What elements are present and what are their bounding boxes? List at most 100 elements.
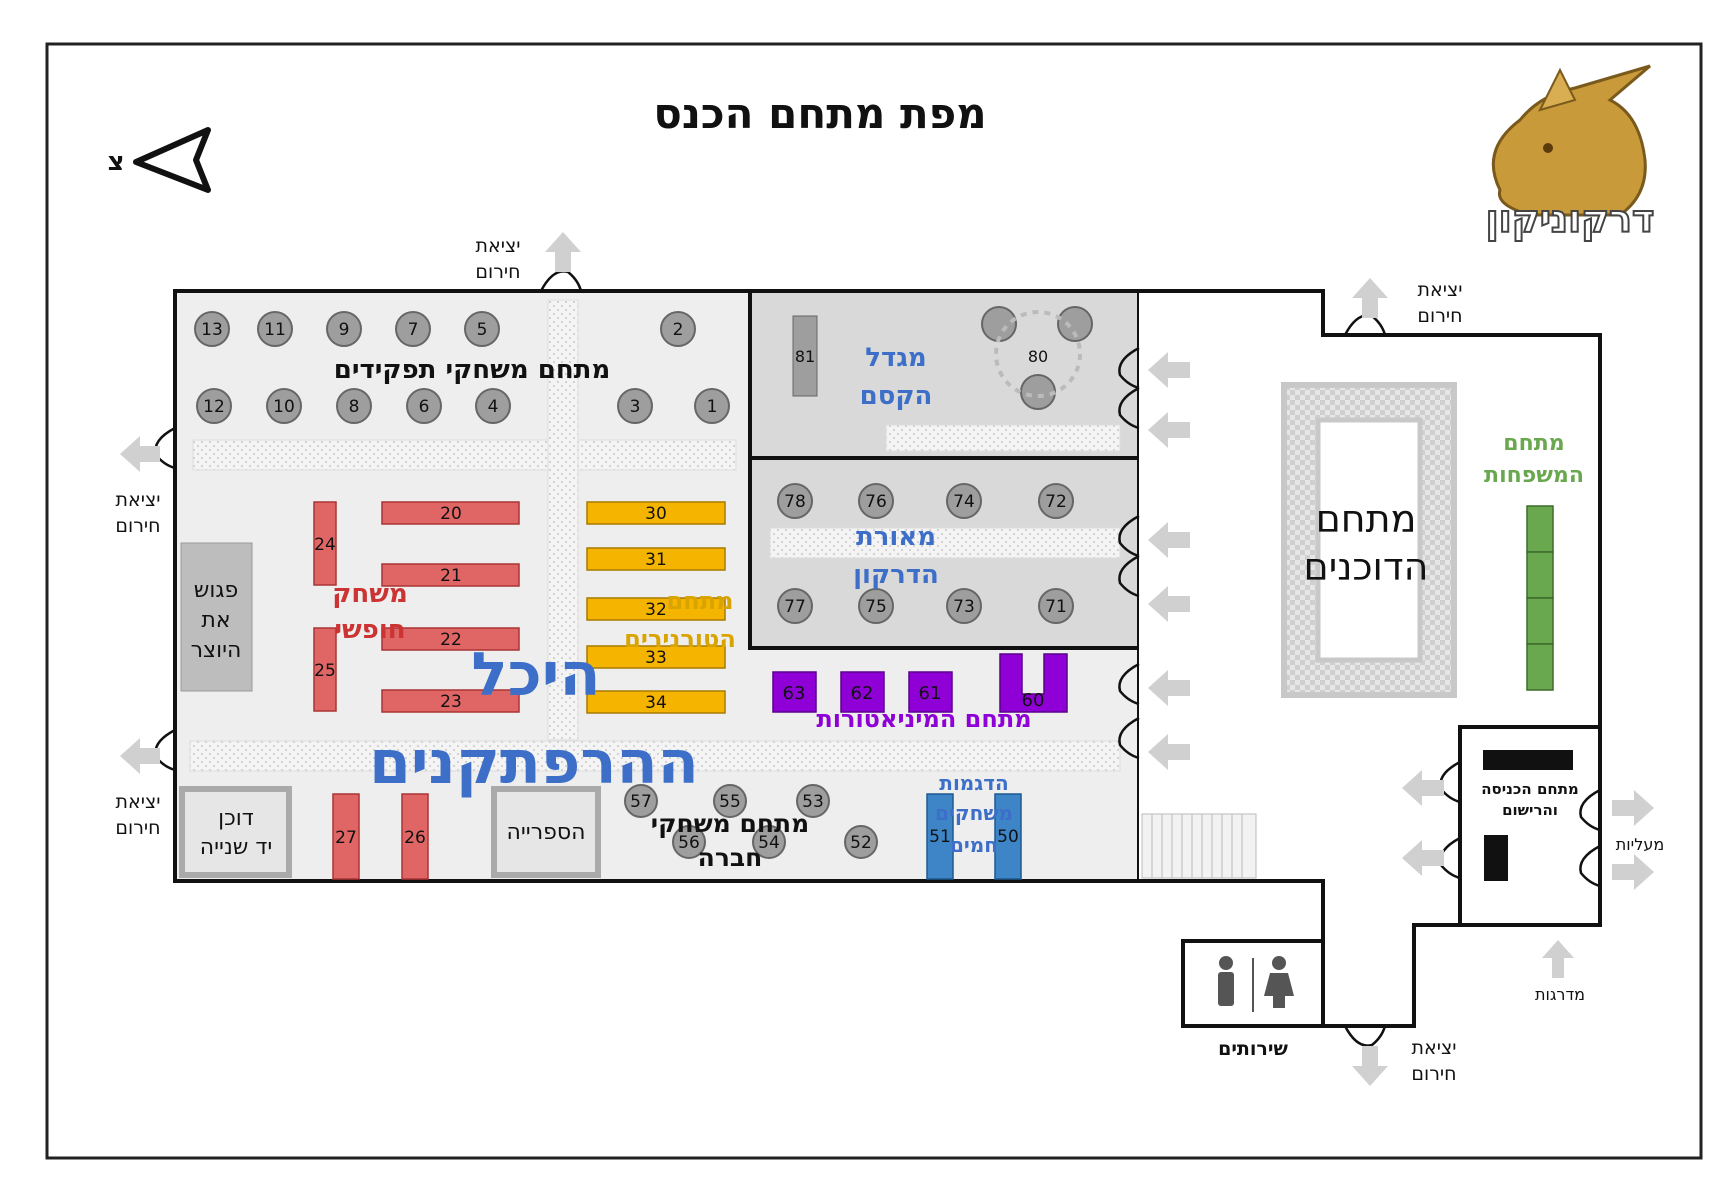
board-games-label: מתחם משחקי (651, 809, 809, 838)
table-number: 25 (314, 661, 336, 681)
table-number: 80 (1028, 347, 1048, 366)
stairs-pattern (1141, 813, 1257, 879)
table-number: 11 (264, 320, 286, 340)
table-number: 23 (440, 692, 462, 712)
demos-label: משחקים (935, 801, 1013, 825)
table-number: 52 (850, 833, 872, 853)
logo-text: דרקוניקון (1486, 197, 1655, 241)
demos-label: חמים (950, 833, 998, 857)
tournaments-label: הטורנירים (624, 625, 736, 653)
family-label: מתחם (1503, 431, 1564, 456)
compass-arrow-icon (133, 127, 211, 193)
table-number: 61 (919, 683, 942, 704)
tower-circle (994, 310, 1082, 398)
vendors-label: מתחם (1316, 497, 1417, 541)
table-number: 33 (645, 648, 667, 668)
table-number: 22 (440, 630, 462, 650)
second-hand-label: דוכן (218, 806, 254, 831)
meet-creator-label: היוצר (191, 638, 242, 663)
compass-label: צ (108, 147, 125, 177)
toilets-icon (1218, 956, 1294, 1012)
table-number: 20 (440, 504, 462, 524)
table-number: 55 (719, 792, 741, 812)
table-number: 56 (678, 833, 700, 853)
walkway (547, 299, 579, 741)
table-number: 5 (477, 320, 488, 340)
table-number: 60 (1022, 690, 1045, 711)
entrance-label: מתחם הכניסה (1481, 780, 1579, 798)
emergency-exit-label: חירום (115, 515, 160, 537)
table-number: 51 (929, 827, 951, 847)
table-number: 77 (784, 597, 806, 617)
table-number: 34 (645, 693, 667, 713)
emergency-exit-label: חירום (1417, 305, 1462, 327)
miniature-tables (772, 653, 1068, 713)
meet-creator-label: את (201, 608, 230, 633)
table-number: 74 (953, 492, 975, 512)
table-number: 4 (488, 397, 499, 417)
emergency-exit-label: חירום (475, 261, 520, 283)
emergency-exit-label: יציאת (1418, 279, 1463, 301)
table-number: 13 (201, 320, 223, 340)
table-number: 3 (630, 397, 641, 417)
table-number: 78 (784, 492, 806, 512)
demos-label: הדגמות (939, 771, 1008, 795)
hall-label: היכל (471, 640, 600, 710)
table-number: 73 (953, 597, 975, 617)
table-number: 26 (404, 828, 426, 848)
emergency-exit-label: יציאת (116, 489, 161, 511)
arrow-icons (120, 232, 1654, 1086)
second-hand-booth (179, 786, 292, 878)
emergency-exit-label: יציאת (116, 791, 161, 813)
walkway (192, 439, 737, 471)
table-number: 32 (645, 600, 667, 620)
emergency-exit-label: חירום (115, 817, 160, 839)
table-number: 12 (203, 397, 225, 417)
table-number: 72 (1045, 492, 1067, 512)
free-play-label: חופשי (334, 615, 405, 645)
table-number: 31 (645, 550, 667, 570)
stairs-arrow-icon (1542, 940, 1574, 978)
table-number: 9 (339, 320, 350, 340)
table-number: 10 (273, 397, 295, 417)
emergency-exit-label: יציאת (476, 235, 521, 257)
free-play-label: משחק (332, 579, 408, 609)
vendors-label: הדוכנים (1304, 545, 1429, 589)
table-number: 75 (865, 597, 887, 617)
library-label: הספרייה (506, 820, 585, 845)
table-number: 21 (440, 566, 462, 586)
table-number: 1 (707, 397, 718, 417)
table-number: 6 (419, 397, 430, 417)
board-game-tables (624, 784, 878, 859)
family-label: המשפחות (1484, 463, 1584, 488)
table-number: 7 (408, 320, 419, 340)
free-play-tables (313, 501, 520, 880)
table-number: 62 (851, 683, 874, 704)
walkway (769, 527, 1121, 559)
tournaments-label: מתחם (667, 587, 734, 615)
second-hand-label: יד שנייה (200, 835, 273, 860)
meet-creator-area (180, 542, 253, 692)
registration-desk (1484, 835, 1508, 881)
dragon-cave-label: מאורת (856, 522, 936, 552)
emergency-exit-label: יציאת (1412, 1037, 1457, 1059)
magic-tower-label: מגדל (865, 343, 926, 373)
tournament-tables (586, 501, 726, 714)
table-number: 27 (335, 828, 357, 848)
table-number: 53 (802, 792, 824, 812)
walkway (885, 424, 1121, 452)
table-number: 54 (758, 833, 780, 853)
family-tables (1526, 505, 1554, 691)
rpg-tables (194, 311, 730, 424)
registration-desk (1483, 750, 1573, 770)
table-number: 30 (645, 504, 667, 524)
table-number: 63 (783, 683, 806, 704)
table-number: 2 (673, 320, 684, 340)
table-number: 24 (314, 535, 336, 555)
demo-tables (926, 793, 1022, 880)
toilets-label: שירותים (1218, 1038, 1288, 1060)
magic-tower-label: הקסם (860, 381, 933, 411)
map-title: מפת מתחם הכנס (653, 89, 986, 138)
dragon-cave-label: הדרקון (853, 560, 939, 590)
